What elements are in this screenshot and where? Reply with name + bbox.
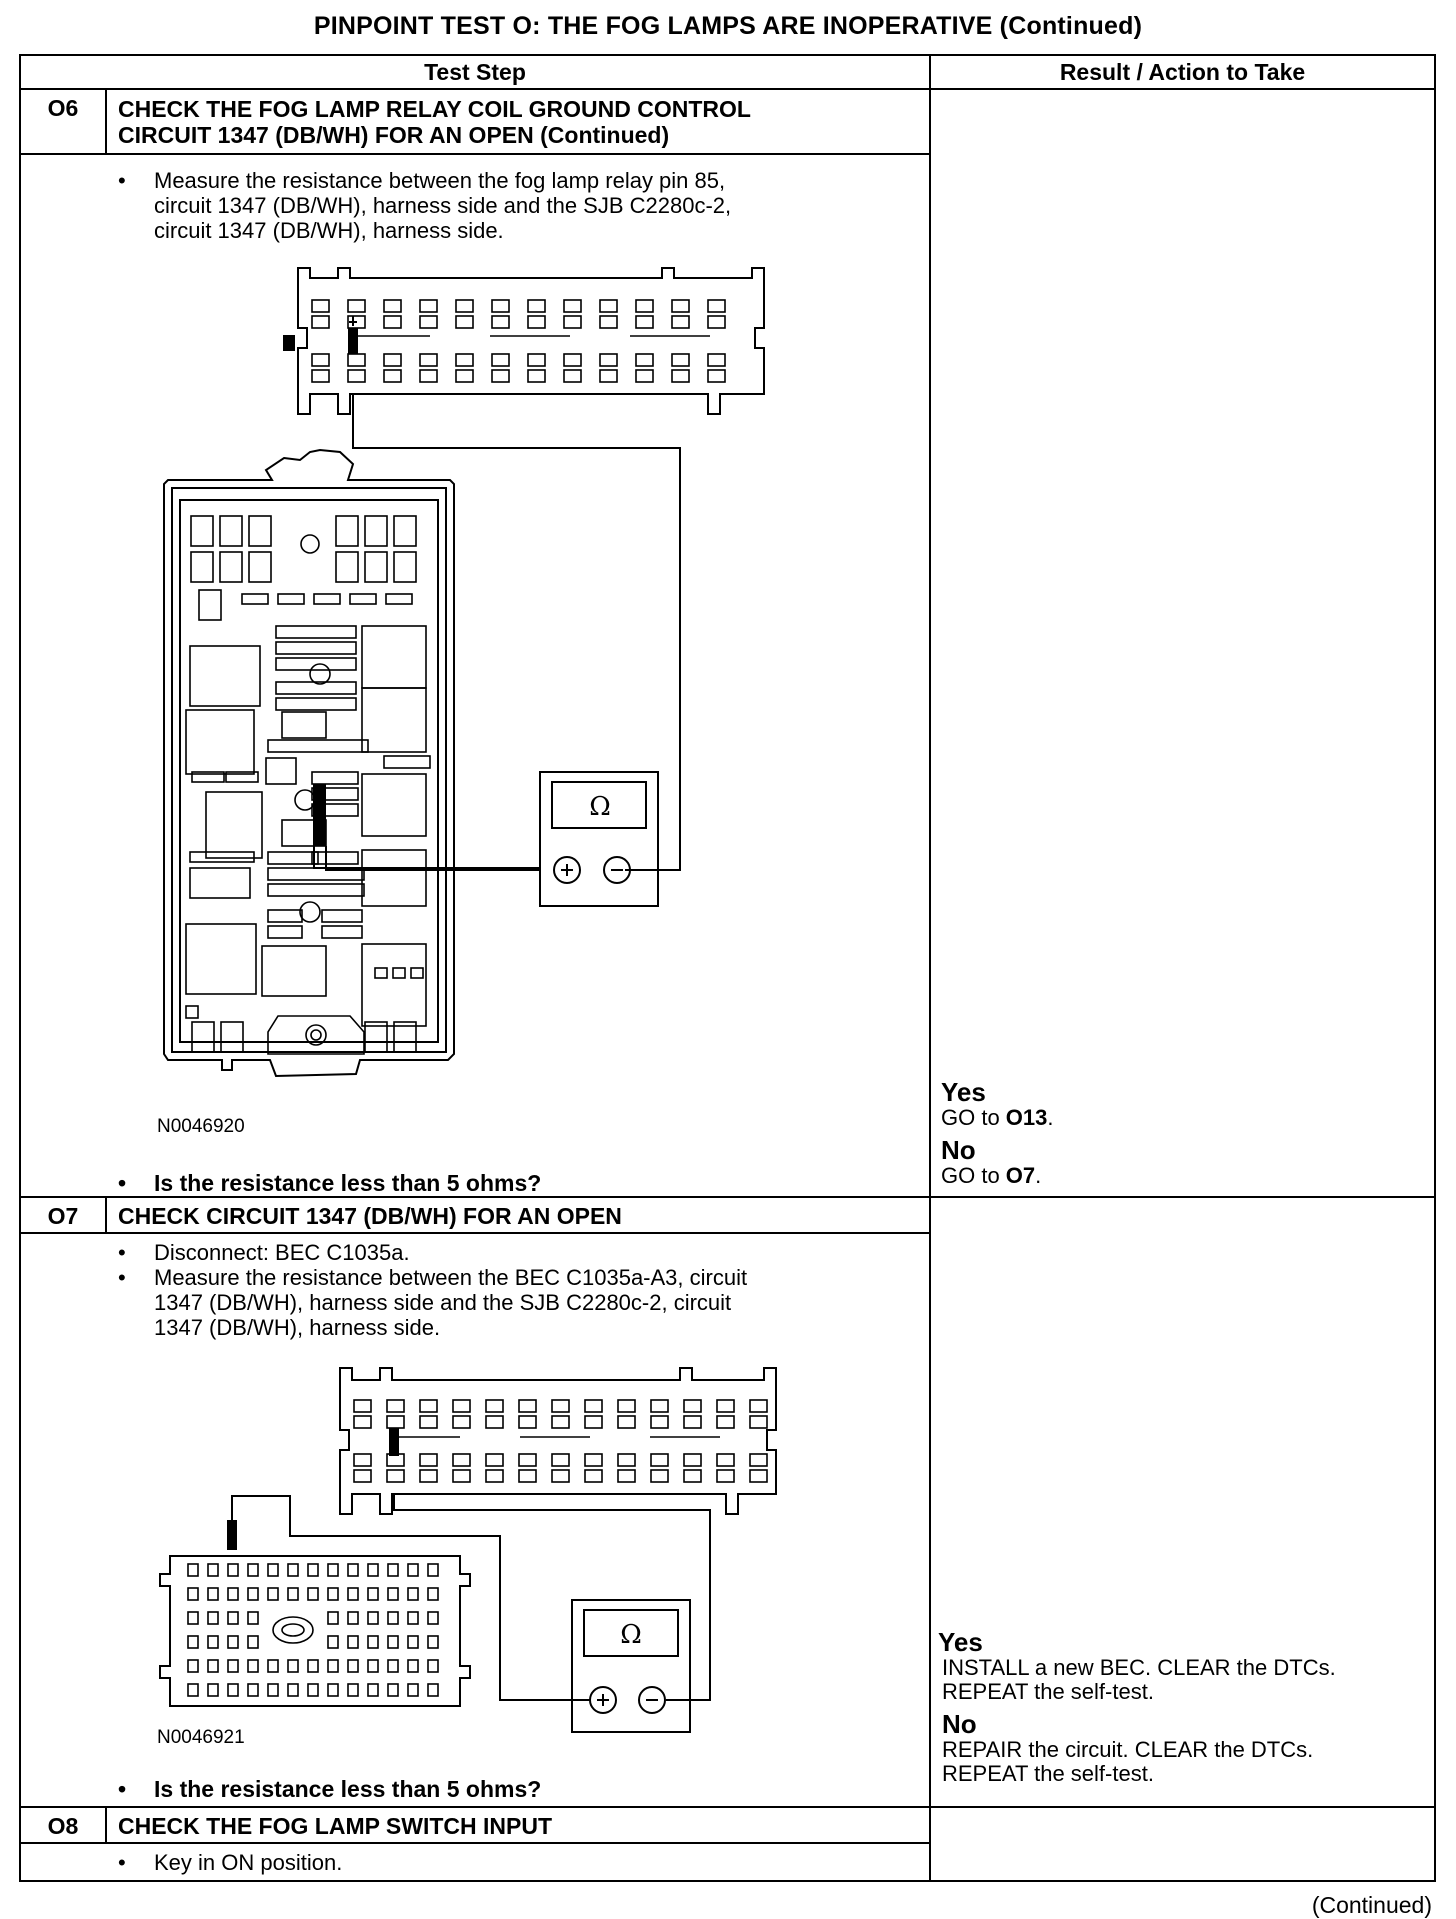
ohm-symbol: Ω — [589, 792, 611, 822]
no-label: No — [941, 1135, 976, 1165]
sjb-connector-c2280c — [283, 267, 765, 415]
instruction-list-o8: •Key in ON position. — [112, 1850, 342, 1875]
bec-sjb-circuit-diagram: Ω — [159, 1367, 777, 1733]
yes-action-line: INSTALL a new BEC. CLEAR the DTCs. — [942, 1655, 1336, 1680]
step-id-o7: O7 — [47, 1203, 79, 1229]
instruction-item: • Measure the resistance between the fog… — [118, 168, 732, 243]
yes-action: GO to O13. — [941, 1106, 1054, 1130]
bec-connector-c1035a — [159, 1555, 471, 1707]
no-label: No — [942, 1709, 977, 1739]
result-o6: Yes GO to O13. No GO to O7. — [941, 1078, 1054, 1188]
question-text: Is the resistance less than 5 ohms? — [154, 1776, 542, 1802]
goto-link-o13[interactable]: O13 — [1005, 1105, 1048, 1130]
sjb-connector-c2280c — [339, 1367, 777, 1515]
step-title-o6-line1: CHECK THE FOG LAMP RELAY COIL GROUND CON… — [118, 96, 751, 122]
figure-id-o6: N0046920 — [157, 1116, 245, 1137]
ohm-symbol: Ω — [620, 1620, 642, 1650]
figure-id-o7: N0046921 — [157, 1727, 245, 1748]
yes-action-suffix: . — [1047, 1105, 1054, 1130]
goto-link-o7[interactable]: O7 — [1005, 1163, 1036, 1188]
step-id-o8: O8 — [47, 1813, 79, 1839]
question-o6: •Is the resistance less than 5 ohms? — [118, 1170, 542, 1196]
step-title-o6: CHECK THE FOG LAMP RELAY COIL GROUND CON… — [118, 96, 751, 148]
instruction-item: •Key in ON position. — [118, 1850, 343, 1875]
instruction-item: • Measure the resistance between the BEC… — [118, 1265, 748, 1340]
page-title: PINPOINT TEST O: THE FOG LAMPS ARE INOPE… — [313, 12, 1143, 40]
ohmmeter — [571, 1599, 691, 1733]
continued-label: (Continued) — [1311, 1892, 1432, 1918]
step-title-o8: CHECK THE FOG LAMP SWITCH INPUT — [118, 1813, 553, 1839]
ohmmeter — [539, 771, 659, 907]
yes-action-prefix: GO to — [941, 1105, 1006, 1130]
no-action-prefix: GO to — [941, 1163, 1006, 1188]
fog-lamp-relay-diagram: Ω — [163, 267, 765, 1078]
instruction-line: circuit 1347 (DB/WH), harness side. — [154, 218, 504, 243]
question-o7: •Is the resistance less than 5 ohms? — [118, 1776, 542, 1802]
instruction-line: Disconnect: BEC C1035a. — [154, 1240, 410, 1265]
question-text: Is the resistance less than 5 ohms? — [154, 1170, 542, 1196]
result-o7: Yes INSTALL a new BEC. CLEAR the DTCs. R… — [938, 1628, 1336, 1786]
no-action: GO to O7. — [941, 1164, 1054, 1188]
instruction-list-o7: •Disconnect: BEC C1035a. • Measure the r… — [112, 1240, 912, 1340]
yes-label: Yes — [941, 1077, 986, 1107]
instruction-line: circuit 1347 (DB/WH), harness side and t… — [154, 193, 732, 218]
bec-fuse-box — [163, 448, 455, 1078]
test-step-header: Test Step — [424, 59, 526, 85]
step-title-o7: CHECK CIRCUIT 1347 (DB/WH) FOR AN OPEN — [118, 1203, 622, 1229]
instruction-item: •Disconnect: BEC C1035a. — [118, 1240, 410, 1265]
result-header: Result / Action to Take — [1059, 59, 1306, 85]
instruction-line: 1347 (DB/WH), harness side and the SJB C… — [154, 1290, 732, 1315]
instruction-line: 1347 (DB/WH), harness side. — [154, 1315, 441, 1340]
no-action-suffix: . — [1035, 1163, 1042, 1188]
instruction-list-o6: • Measure the resistance between the fog… — [112, 168, 912, 243]
instruction-line: Key in ON position. — [154, 1850, 343, 1875]
yes-label: Yes — [938, 1627, 983, 1657]
instruction-line: Measure the resistance between the BEC C… — [154, 1265, 748, 1290]
no-action-line: REPEAT the self-test. — [942, 1761, 1154, 1786]
yes-action-line: REPEAT the self-test. — [942, 1679, 1154, 1704]
step-title-o6-line2: CIRCUIT 1347 (DB/WH) FOR AN OPEN (Contin… — [118, 122, 670, 148]
instruction-line: Measure the resistance between the fog l… — [154, 168, 726, 193]
no-action-line: REPAIR the circuit. CLEAR the DTCs. — [942, 1737, 1314, 1762]
step-id-o6: O6 — [47, 95, 79, 121]
